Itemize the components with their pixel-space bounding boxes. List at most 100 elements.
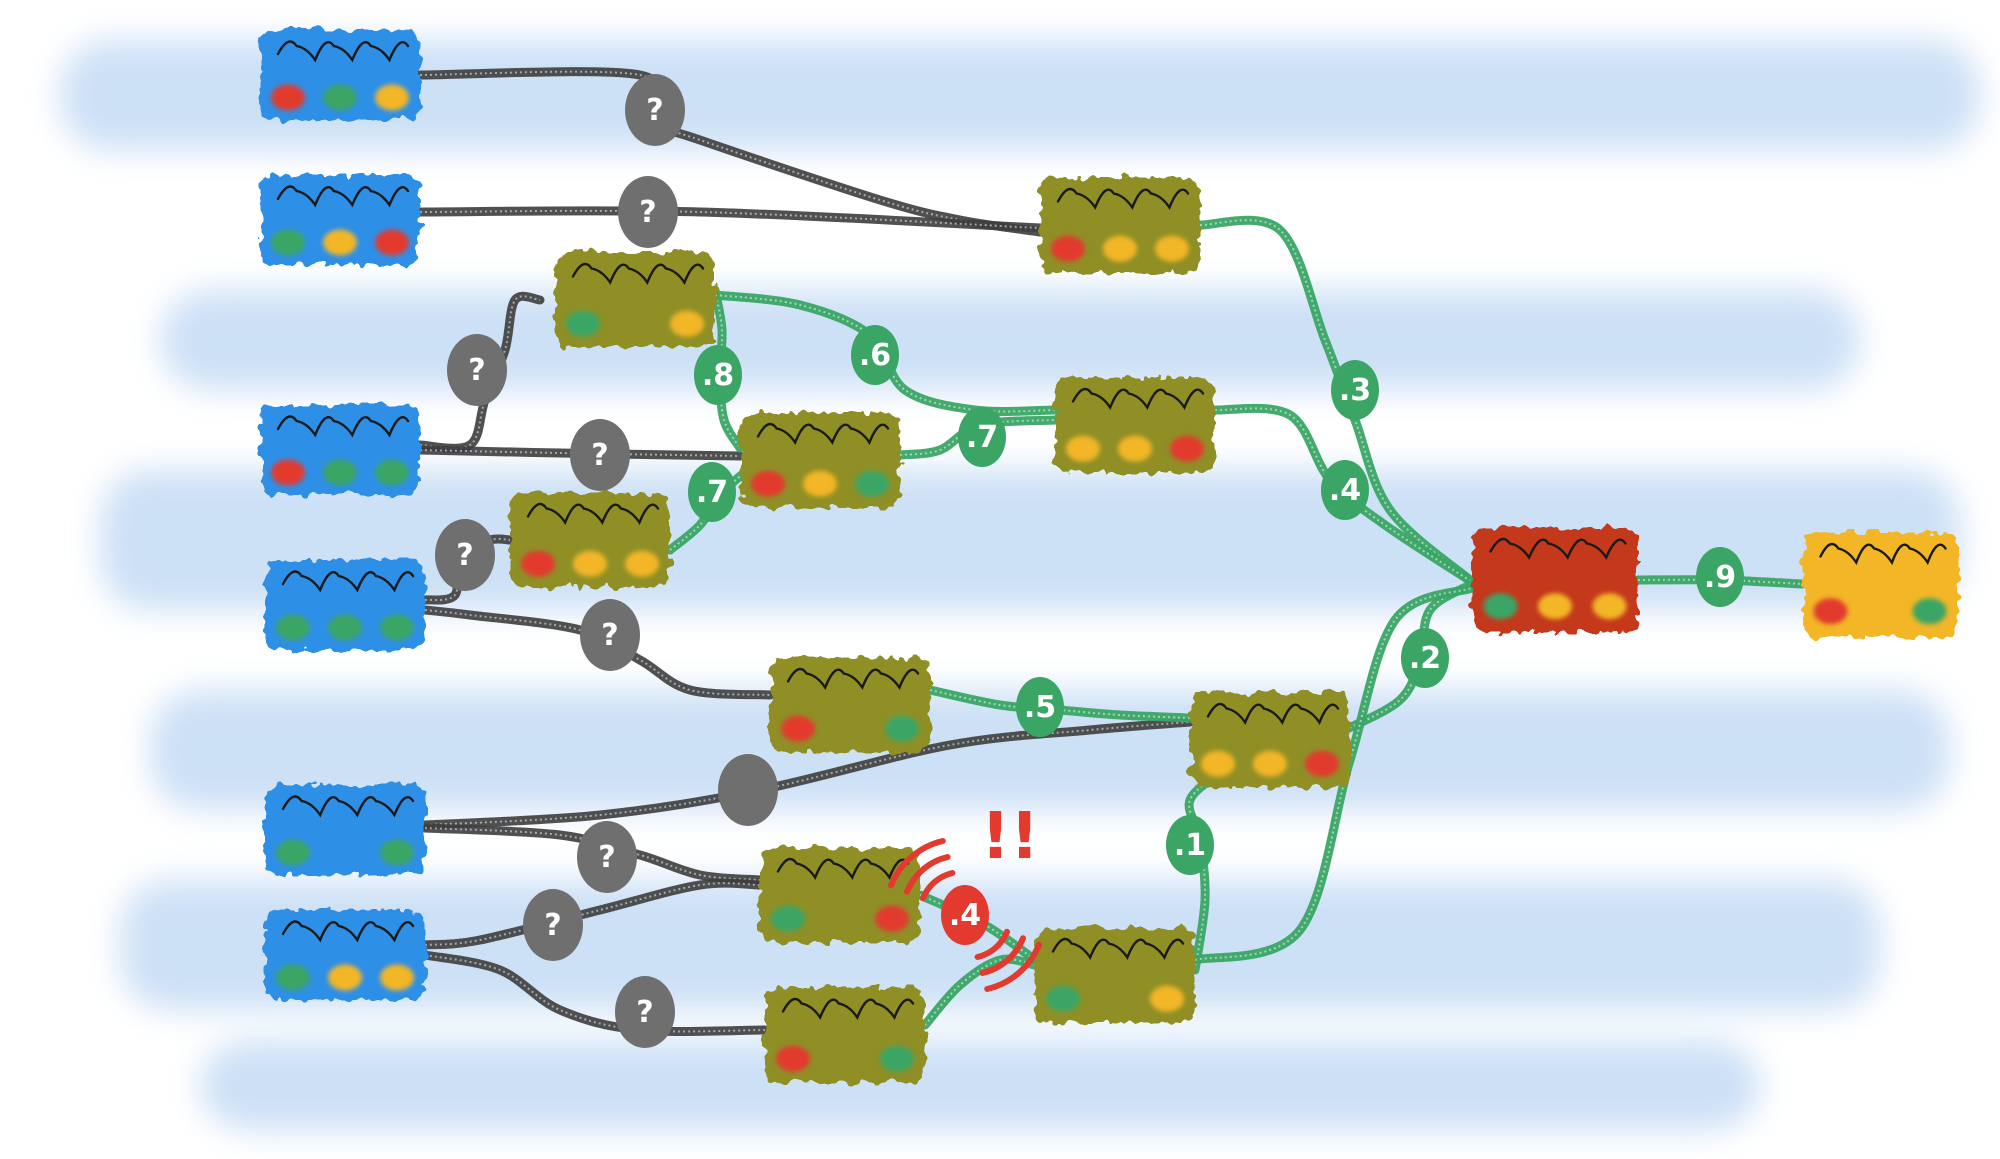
- node-dot-m9-1: [880, 1045, 914, 1072]
- badge-label-s5-m8: ?: [598, 840, 615, 875]
- alert-marker: !!: [888, 800, 1042, 992]
- node-dot-m7-1: [1253, 750, 1287, 777]
- edge-badge-s3-m3: ?: [570, 419, 630, 491]
- node-f1: [1802, 532, 1958, 638]
- node-scribble-m5: [526, 502, 660, 526]
- background-band: [150, 690, 1950, 810]
- edge-badge-s5-m7: [718, 754, 778, 826]
- badge-label-r1-f1: .9: [1704, 560, 1736, 595]
- edge-badge-s6-m8: ?: [523, 889, 583, 961]
- badge-shape-m3-m4: [958, 407, 1006, 467]
- node-dot-s4-1: [328, 614, 362, 641]
- edge-texture-s3-m3: [419, 449, 741, 457]
- edge-badge-s2-m1: ?: [618, 176, 678, 248]
- node-s4: [265, 560, 425, 650]
- badge-label-m1-r1: .3: [1339, 373, 1371, 408]
- badge-shape-m7-r1: [1401, 628, 1449, 688]
- node-dot-s1-0: [271, 84, 305, 111]
- badge-shape-s2-m1: [618, 176, 678, 248]
- edge-badge-s5-m8: ?: [577, 821, 637, 893]
- edge-badge-s3-m2: ?: [447, 334, 507, 406]
- badge-shape-s6-m8: [523, 889, 583, 961]
- node-dot-m4-1: [1118, 435, 1152, 462]
- badge-label-m4-r1: .4: [1329, 473, 1361, 508]
- node-m10: [1035, 927, 1195, 1023]
- edge-badge-m8-m10: .4: [941, 885, 989, 945]
- badge-label-m6-m7: .5: [1024, 690, 1056, 725]
- badge-shape-s3-m2: [447, 334, 507, 406]
- edge-badge-m7-r1: .2: [1401, 628, 1449, 688]
- node-dot-s4-0: [276, 614, 310, 641]
- edge-badge-m2-m4: .6: [851, 325, 899, 385]
- node-dot-r1-1: [1538, 593, 1572, 620]
- node-dot-f1-1: [1912, 598, 1947, 625]
- edge-badge-m10-m7: .1: [1166, 815, 1214, 875]
- node-dot-m3-0: [751, 470, 785, 497]
- edge-badge-s4-m6: ?: [580, 599, 640, 671]
- node-dot-s2-1: [323, 229, 357, 256]
- edge-texture-r1-f1: [1637, 578, 1803, 585]
- badge-shape-s6-m9: [615, 976, 675, 1048]
- node-scribble-f1: [1819, 542, 1947, 566]
- node-dot-m10-0: [1046, 985, 1080, 1012]
- background-band: [200, 1040, 1760, 1130]
- node-m2: [555, 252, 715, 348]
- node-dot-m5-1: [573, 550, 607, 577]
- node-m6: [770, 657, 930, 753]
- background-band: [160, 290, 1860, 390]
- node-scribble-m10: [1051, 937, 1185, 961]
- badge-shape-m6-m7: [1016, 677, 1064, 737]
- badge-shape-m2-m4: [851, 325, 899, 385]
- node-r1: [1472, 527, 1638, 633]
- edge-badge-m2-m3: .8: [694, 345, 742, 405]
- edge-texture-s5-m8: [424, 827, 761, 881]
- node-dot-s5-0: [276, 839, 310, 866]
- node-dot-s5-1: [380, 839, 414, 866]
- node-scribble-m1: [1056, 187, 1190, 211]
- badge-label-m3-m4: .7: [966, 420, 998, 455]
- node-dot-m3-1: [803, 470, 837, 497]
- badge-shape-s5-m8: [577, 821, 637, 893]
- node-dot-m3-2: [855, 470, 889, 497]
- node-dot-m1-0: [1051, 235, 1085, 262]
- node-dot-s1-2: [375, 84, 409, 111]
- badge-layer: ?????????.8.6.7.7.5.3.4.2.1.4.9: [435, 74, 1744, 1048]
- node-dot-s3-0: [271, 459, 305, 486]
- node-scribble-s1: [276, 40, 410, 63]
- node-s5: [265, 785, 425, 875]
- badge-label-s6-m8: ?: [544, 908, 561, 943]
- badge-label-s4-m5: ?: [456, 538, 473, 573]
- badge-label-s6-m9: ?: [636, 995, 653, 1030]
- alert-ring: [904, 854, 951, 895]
- node-dot-s4-2: [380, 614, 414, 641]
- edge-badge-m6-m7: .5: [1016, 677, 1064, 737]
- edge-badge-m1-r1: .3: [1331, 360, 1379, 420]
- edge-texture-s6-m9: [424, 954, 766, 1033]
- badge-label-s2-m1: ?: [639, 195, 656, 230]
- badge-shape-m2-m3: [694, 345, 742, 405]
- node-scribble-s5: [281, 795, 415, 818]
- node-scribble-r1: [1489, 537, 1627, 560]
- edge-s5-m7: [420, 717, 1195, 830]
- badge-shape-s1-m1: [625, 74, 685, 146]
- node-dot-m1-1: [1103, 235, 1137, 262]
- node-scribble-m6: [786, 667, 920, 691]
- node-dot-s6-2: [380, 964, 414, 991]
- node-m5: [510, 492, 670, 588]
- badge-label-s4-m6: ?: [601, 618, 618, 653]
- node-dot-m4-2: [1170, 435, 1204, 462]
- alert-ring: [888, 838, 946, 889]
- edge-texture-m9-m10: [924, 958, 1036, 1026]
- node-s2: [260, 175, 420, 265]
- node-dot-m1-2: [1155, 235, 1189, 262]
- badge-shape-s5-m7: [718, 754, 778, 826]
- node-dot-m6-1: [885, 715, 919, 742]
- node-s3: [260, 405, 420, 495]
- node-dot-s3-2: [375, 459, 409, 486]
- badge-shape-s3-m3: [570, 419, 630, 491]
- alert-layer: !!: [888, 800, 1042, 992]
- node-dot-s3-1: [323, 459, 357, 486]
- badge-label-m8-m10: .4: [949, 898, 981, 933]
- node-dot-m7-2: [1305, 750, 1339, 777]
